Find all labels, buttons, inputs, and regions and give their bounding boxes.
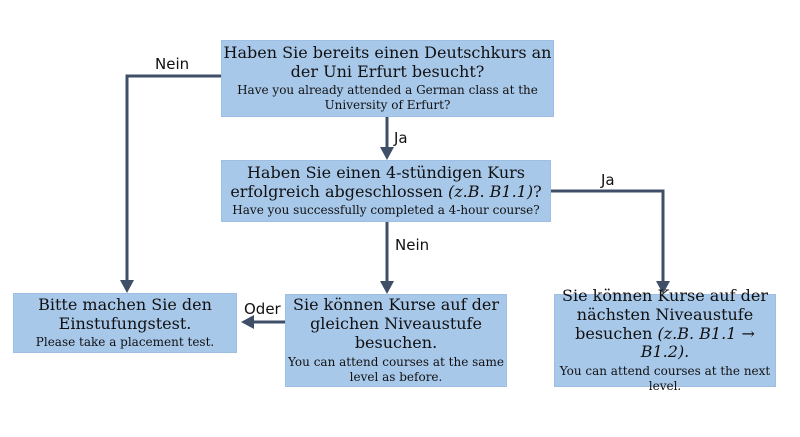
arrowhead-q2-yes [656, 281, 670, 294]
next-level-text-en-2: level. [648, 379, 682, 394]
question-2-example: (z.B. B1.1) [447, 181, 534, 201]
label-q2-no: Nein [395, 236, 430, 254]
placement-test-box: Bitte machen Sie den Einstufungstest. Pl… [13, 293, 237, 353]
next-level-text-de-3: besuchen [575, 323, 658, 343]
arrowhead-q2-no [380, 281, 394, 294]
question-1-box: Haben Sie bereits einen Deutschkurs an d… [221, 40, 554, 117]
same-level-text-de-1: Sie können Kurse auf der [293, 295, 499, 315]
arrowhead-q1-yes [380, 147, 394, 160]
label-q1-no: Nein [155, 55, 190, 73]
same-level-box: Sie können Kurse auf der gleichen Niveau… [285, 294, 507, 387]
same-level-text-de-2: gleichen Niveaustufe [310, 314, 482, 334]
next-level-box: Sie können Kurse auf der nächsten Niveau… [554, 286, 776, 393]
next-level-text-en-1: You can attend courses at the next [559, 364, 771, 379]
label-q2-yes: Ja [601, 171, 615, 189]
question-1-text-de-1: Haben Sie bereits einen Deutschkurs an [223, 43, 552, 63]
same-level-text-de-3: besuchen. [354, 332, 438, 352]
same-level-text-en-2: level as before. [349, 369, 443, 384]
next-level-text-de-1: Sie können Kurse auf der [562, 285, 768, 305]
label-q1-yes: Ja [394, 129, 408, 147]
connector-q1-no [125, 74, 221, 280]
question-1-text-de-2: der Uni Erfurt besucht? [290, 62, 485, 81]
next-level-text-de-2: nächsten Niveaustufe [576, 304, 754, 324]
connector-q2-yes [551, 189, 665, 281]
question-2-box: Haben Sie einen 4-stündigen Kurs erfolgr… [221, 160, 551, 222]
arrowhead-q1-no [120, 280, 134, 293]
question-1-text-en-2: University of Erfurt? [324, 97, 451, 112]
arrowhead-or [241, 315, 254, 329]
question-2-text-de-2: erfolgreich abgeschlossen [230, 181, 448, 201]
question-2-text-de-1: Haben Sie einen 4-stündigen Kurs [246, 162, 526, 182]
next-level-example: (z.B. B1.1 → B1.2). [640, 323, 755, 362]
same-level-text-en-1: You can attend courses at the same [288, 354, 504, 369]
placement-text-de-1: Bitte machen Sie den [38, 294, 212, 314]
question-1-text-en-1: Have you already attended a German class… [237, 82, 538, 97]
label-or: Oder [244, 300, 281, 318]
question-2-qmark: ? [533, 181, 542, 201]
placement-text-en: Please take a placement test. [35, 335, 215, 350]
question-2-text-en: Have you successfully completed a 4-hour… [232, 203, 540, 218]
placement-text-de-2: Einstufungstest. [58, 313, 192, 333]
